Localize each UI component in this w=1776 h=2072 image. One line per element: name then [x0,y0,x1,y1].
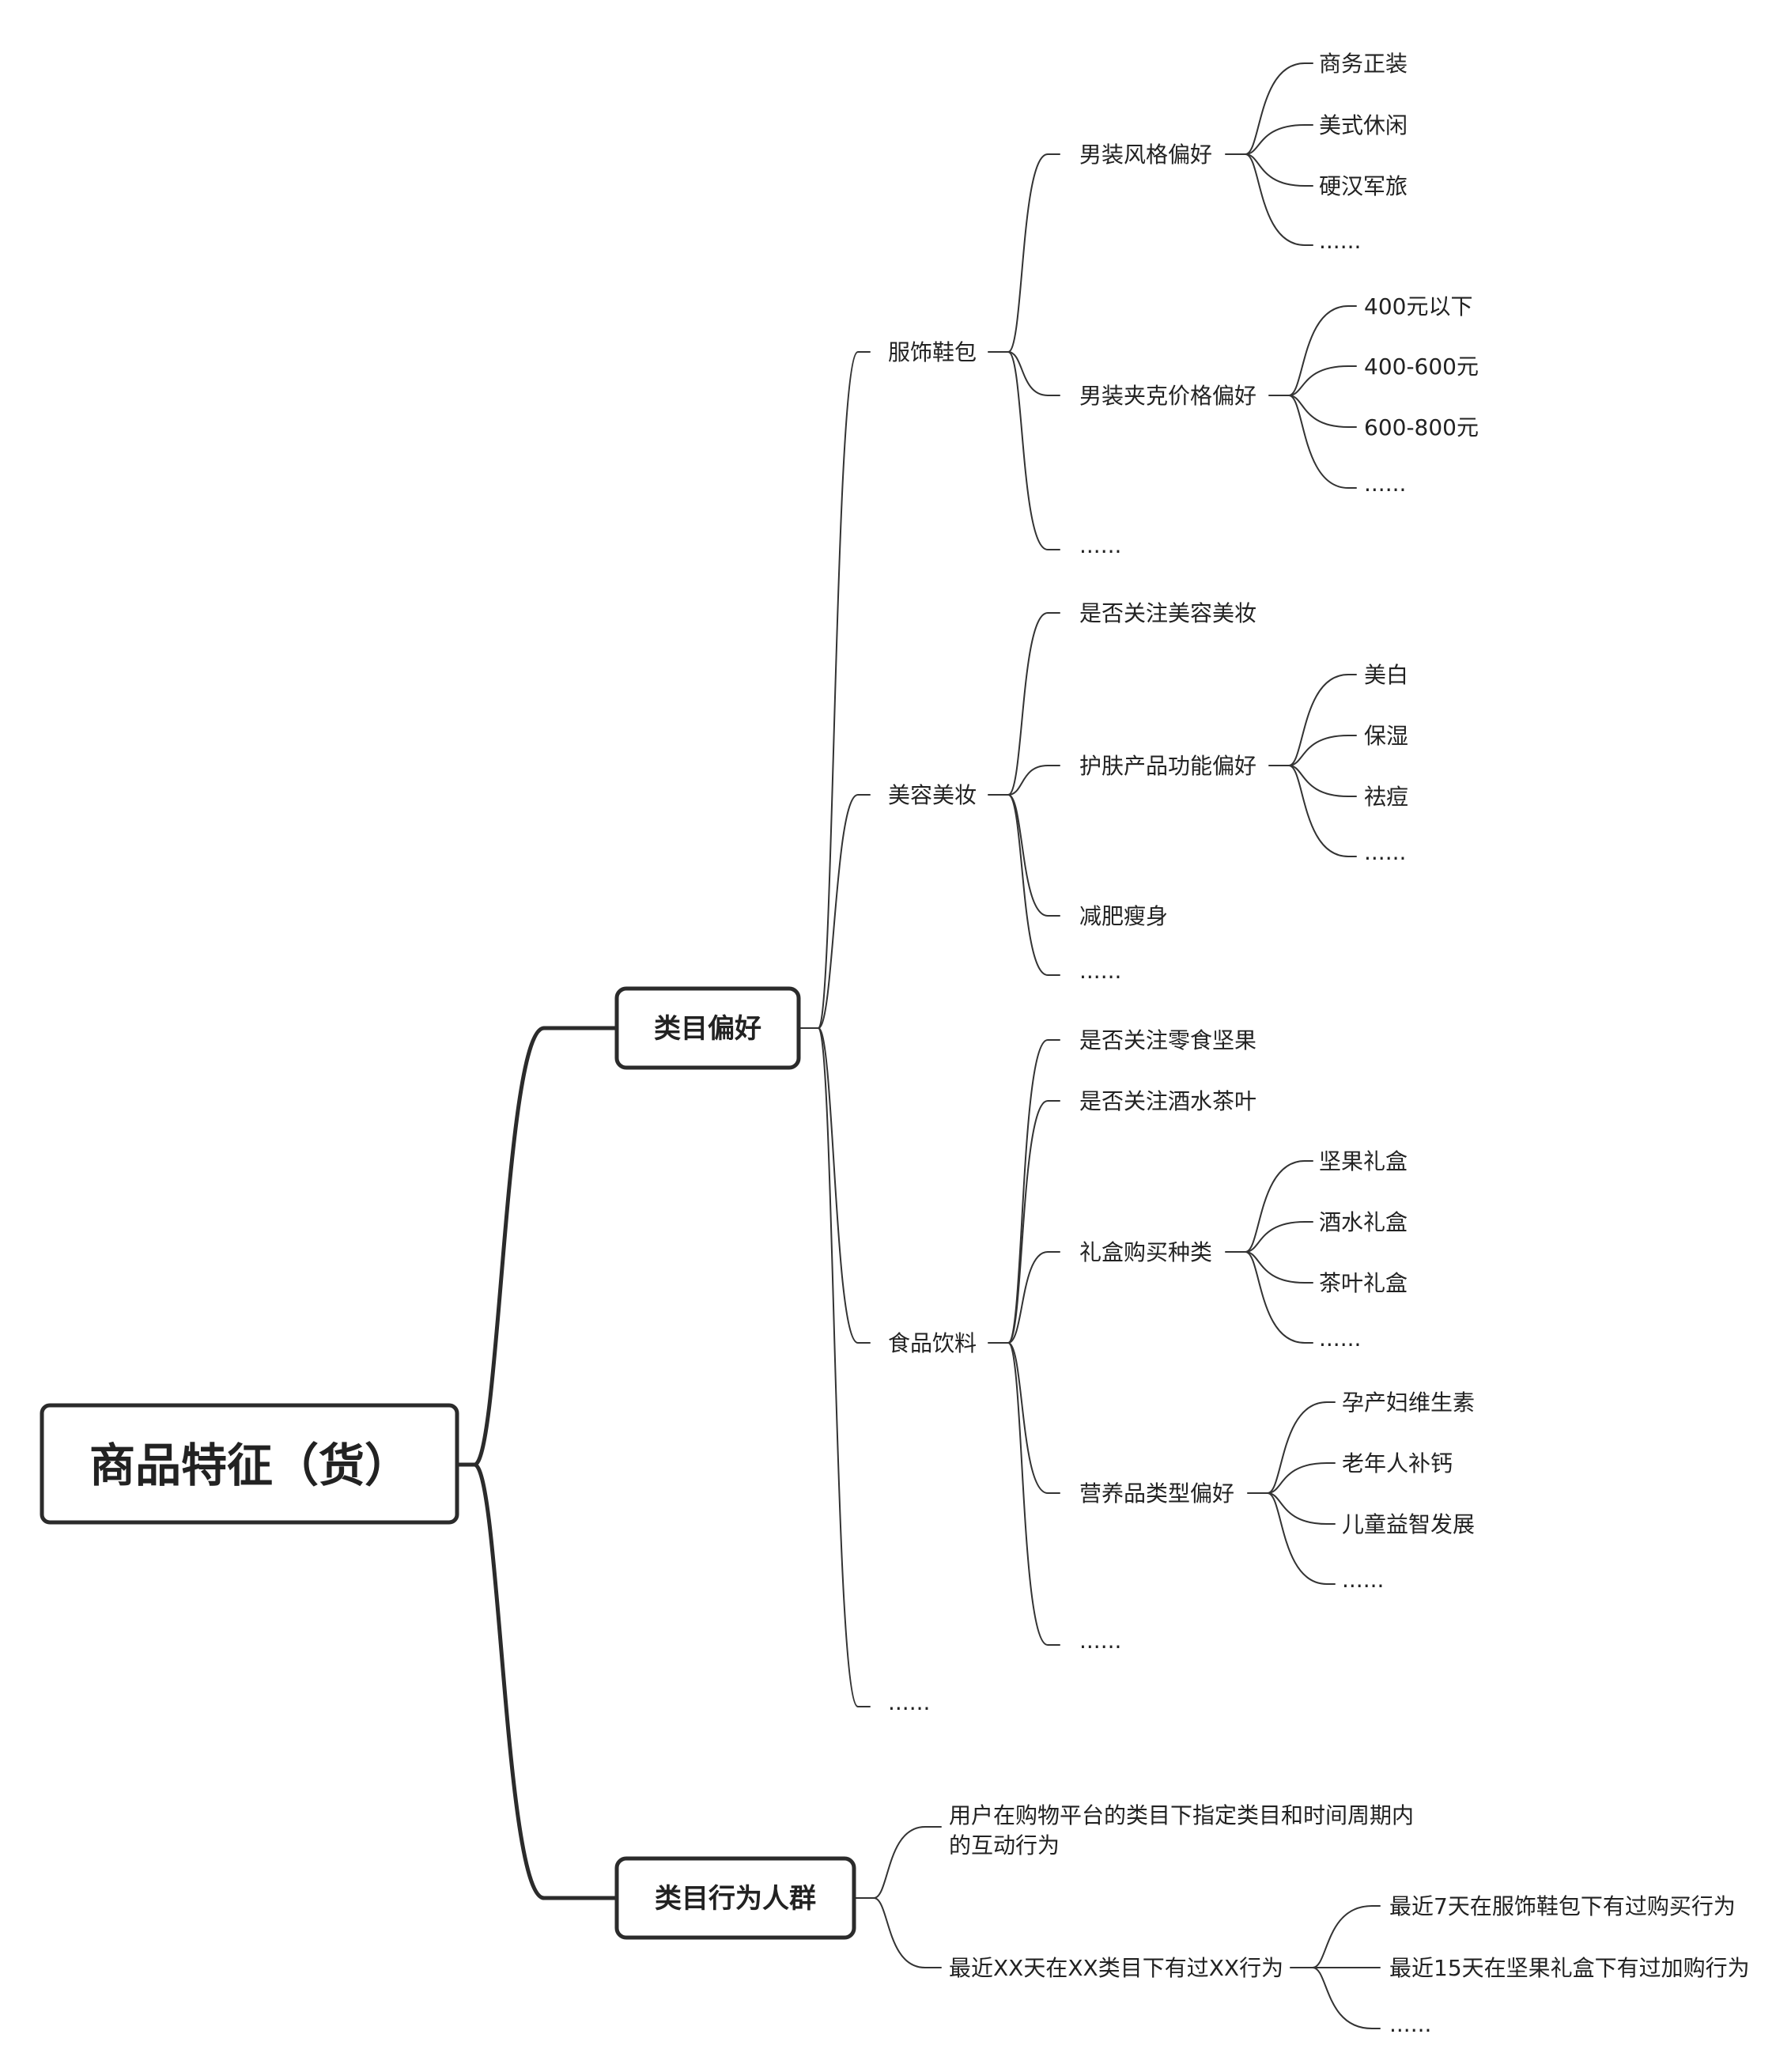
apparel-more[interactable]: ...... [1079,532,1121,558]
recent-behavior-item[interactable]: 最近15天在坚果礼盒下有过加购行为 [1389,1955,1750,1981]
supplement-item[interactable]: 老年人补钙 [1342,1450,1453,1476]
beauty-more[interactable]: ...... [1079,958,1121,984]
category-behavior-label: 类目行为人群 [655,1883,816,1915]
gift-box-item[interactable]: 茶叶礼盒 [1319,1270,1408,1296]
behavior-description-line1[interactable]: 用户在购物平台的类目下指定类目和时间周期内 [949,1802,1414,1828]
skincare-label[interactable]: 护肤产品功能偏好 [1079,753,1256,779]
follow-snacks-label[interactable]: 是否关注零食坚果 [1079,1027,1256,1053]
menswear-style-more[interactable]: ...... [1319,228,1361,254]
menswear-style-label[interactable]: 男装风格偏好 [1079,142,1212,168]
food-label[interactable]: 食品饮料 [888,1330,977,1356]
root-node[interactable]: 商品特征（货） [40,1403,459,1525]
gift-box-label[interactable]: 礼盒购买种类 [1079,1239,1212,1265]
category-behavior-node[interactable]: 类目行为人群 [614,1856,856,1940]
jacket-price-item[interactable]: 400-600元 [1364,354,1479,380]
supplement-item[interactable]: 儿童益智发展 [1342,1511,1475,1537]
apparel-label[interactable]: 服饰鞋包 [888,339,977,365]
behavior-description-line2[interactable]: 的互动行为 [949,1832,1060,1858]
menswear-style-item[interactable]: 硬汉军旅 [1319,173,1408,199]
menswear-style-item[interactable]: 商务正装 [1319,51,1408,77]
main-connectors [455,1026,619,1900]
category-preference-more[interactable]: ...... [888,1689,930,1715]
food-more[interactable]: ...... [1079,1628,1121,1654]
apparel-connectors [988,62,1357,550]
skincare-item[interactable]: 祛痘 [1364,784,1408,810]
beauty-label[interactable]: 美容美妆 [888,782,977,808]
gift-box-more[interactable]: ...... [1319,1325,1361,1352]
follow-beauty-label[interactable]: 是否关注美容美妆 [1079,600,1256,626]
jacket-price-label[interactable]: 男装夹克价格偏好 [1079,383,1256,409]
recent-behavior-more[interactable]: ...... [1389,2011,1431,2037]
supplement-item[interactable]: 孕产妇维生素 [1342,1390,1475,1416]
category-preference-node[interactable]: 类目偏好 [614,986,801,1070]
category-preference-label: 类目偏好 [654,1013,761,1045]
beauty-connectors [988,612,1357,976]
recent-behavior-item[interactable]: 最近7天在服饰鞋包下有过购买行为 [1389,1893,1736,1919]
menswear-style-item[interactable]: 美式休闲 [1319,112,1408,138]
root-label: 商品特征（货） [89,1439,410,1492]
jacket-price-item[interactable]: 600-800元 [1364,414,1479,440]
skincare-item[interactable]: 美白 [1364,662,1408,688]
slimming-label[interactable]: 减肥瘦身 [1079,903,1168,929]
supplement-more[interactable]: ...... [1342,1567,1384,1593]
skincare-more[interactable]: ...... [1364,839,1406,865]
jacket-price-more[interactable]: ...... [1364,471,1406,497]
category-preference-connectors [798,351,871,1707]
skincare-item[interactable]: 保湿 [1364,723,1408,749]
category-behavior-connectors [853,1826,1381,2029]
gift-box-item[interactable]: 酒水礼盒 [1319,1209,1408,1235]
food-connectors [988,1039,1336,1646]
follow-drinks-label[interactable]: 是否关注酒水茶叶 [1079,1088,1256,1114]
supplement-label[interactable]: 营养品类型偏好 [1079,1480,1234,1507]
recent-behavior-label[interactable]: 最近XX天在XX类目下有过XX行为 [949,1955,1283,1981]
gift-box-item[interactable]: 坚果礼盒 [1319,1148,1408,1174]
jacket-price-item[interactable]: 400元以下 [1364,293,1472,319]
